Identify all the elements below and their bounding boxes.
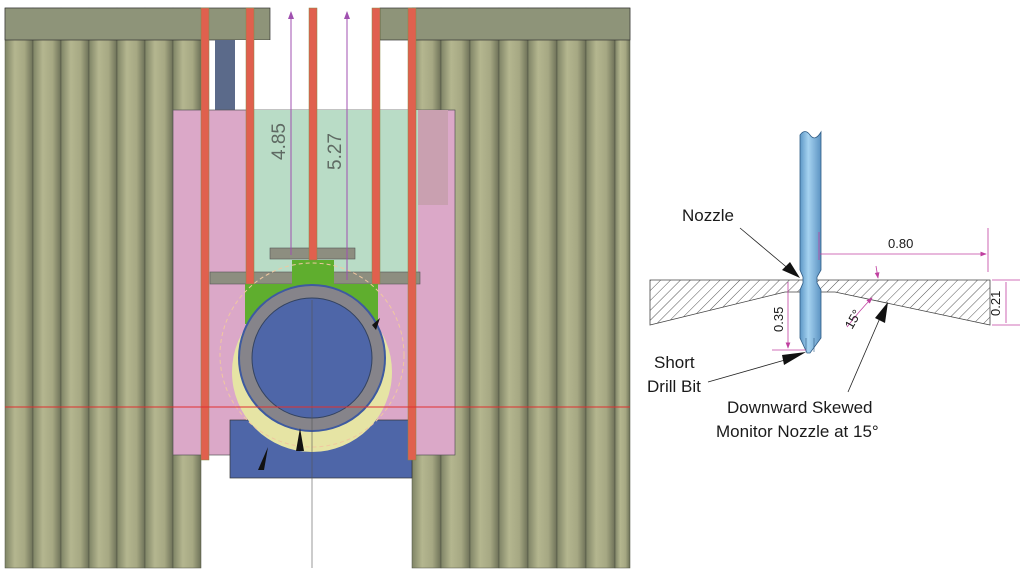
cad-section-view: 4.85 5.27 xyxy=(4,7,631,569)
dimension-label-0-21: 0.21 xyxy=(988,291,1003,316)
dimension-label-0-80: 0.80 xyxy=(888,236,913,251)
hatched-plate xyxy=(649,279,991,326)
tube xyxy=(527,7,558,569)
dimension-label-4-85: 4.85 xyxy=(269,123,290,160)
dimension-label-5-27: 5.27 xyxy=(325,133,346,170)
tube xyxy=(469,7,500,569)
tube xyxy=(60,7,90,569)
skewed-nozzle-pointer-arrow-icon xyxy=(875,302,888,323)
left-post xyxy=(215,40,235,110)
label-drill-bit: Drill Bit xyxy=(647,377,701,396)
green-block-top xyxy=(292,260,334,284)
tube xyxy=(4,7,34,569)
tube xyxy=(614,7,631,569)
tube xyxy=(556,7,587,569)
nozzle-pipe xyxy=(799,130,822,354)
label-downward-skewed: Downward Skewed xyxy=(727,398,873,417)
tube xyxy=(116,7,146,569)
top-opening xyxy=(230,40,380,110)
arrow-marker-icon xyxy=(258,447,268,470)
label-monitor-nozzle: Monitor Nozzle at 15° xyxy=(716,422,879,441)
top-band-left xyxy=(4,7,271,41)
tube xyxy=(585,7,616,569)
nozzle-detail-view: 0.80 0.35 15° 0.21 Nozzle Short Drill Bi… xyxy=(647,130,1020,441)
label-nozzle: Nozzle xyxy=(682,206,734,225)
tube xyxy=(144,7,174,569)
angle-arc-15 xyxy=(846,297,873,328)
clearance-circle xyxy=(219,262,405,448)
drill-bit-pointer-arrow-icon xyxy=(782,352,806,365)
red-rods xyxy=(200,7,417,461)
dimension-label-15-deg: 15° xyxy=(842,307,865,332)
hatched-strip xyxy=(418,110,448,205)
dimension-label-0-35: 0.35 xyxy=(771,307,786,332)
lower-opening xyxy=(232,478,410,568)
tube xyxy=(32,7,62,569)
arrow-marker-icon xyxy=(296,428,304,451)
tube xyxy=(88,7,118,569)
background-tubes xyxy=(4,7,631,569)
nozzle-pointer-arrow-icon xyxy=(782,262,800,278)
tube xyxy=(498,7,529,569)
top-band-right xyxy=(379,7,631,41)
label-short: Short xyxy=(654,353,695,372)
arrow-marker-icon xyxy=(372,318,380,330)
